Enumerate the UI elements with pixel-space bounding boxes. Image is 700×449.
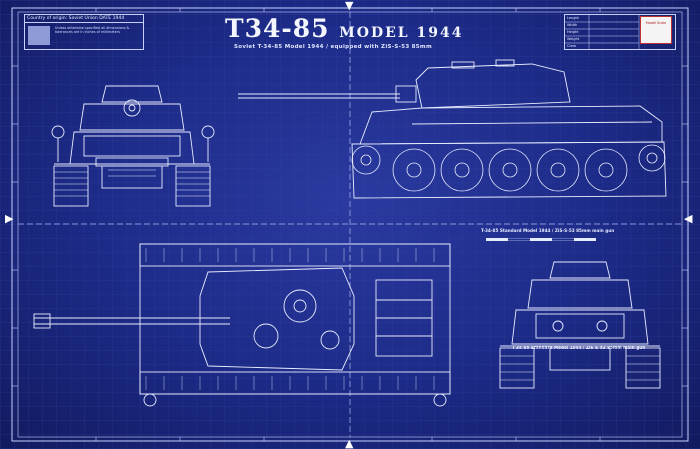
triangle-marker-icon: ◀ xyxy=(684,212,693,225)
title-block-left: Country of origin: Soviet Union DATE 194… xyxy=(24,14,144,50)
title-block-swatch xyxy=(28,26,50,45)
front-view-drawing xyxy=(51,85,215,207)
spec-row: Height xyxy=(567,30,579,34)
spec-row: Crew xyxy=(567,44,576,48)
title-block-right: Length Width Height Weight Crew xyxy=(564,14,676,50)
side-view-drawing xyxy=(238,59,667,199)
triangle-marker-icon: ▲ xyxy=(345,437,354,449)
rear-view-drawing xyxy=(499,261,661,389)
scale-bar xyxy=(486,238,596,241)
top-view-drawing xyxy=(33,243,451,407)
triangle-marker-icon: ▼ xyxy=(345,0,354,12)
rear-view-label: T-34-85 Standard Model 1944 / ZiS-S-53 8… xyxy=(512,345,646,350)
scale-label: T-34-85 Standard Model 1944 / ZiS-S-53 8… xyxy=(481,228,615,233)
triangle-marker-icon: ▶ xyxy=(5,212,14,225)
page-subtitle: Soviet T-34-85 Model 1944 / equipped wit… xyxy=(234,44,432,50)
page-title: T34-85 MODEL 1944 xyxy=(225,14,464,43)
title-block-header: Country of origin: Soviet Union DATE 194… xyxy=(25,15,143,23)
spec-row: Length xyxy=(567,16,580,20)
title-block-note: Unless otherwise specified all dimension… xyxy=(55,26,130,35)
spec-row: Weight xyxy=(567,37,580,41)
title-block-table-lines xyxy=(565,15,640,49)
spec-row: Width xyxy=(567,23,578,27)
model-stamp: Model Scale xyxy=(640,16,672,44)
